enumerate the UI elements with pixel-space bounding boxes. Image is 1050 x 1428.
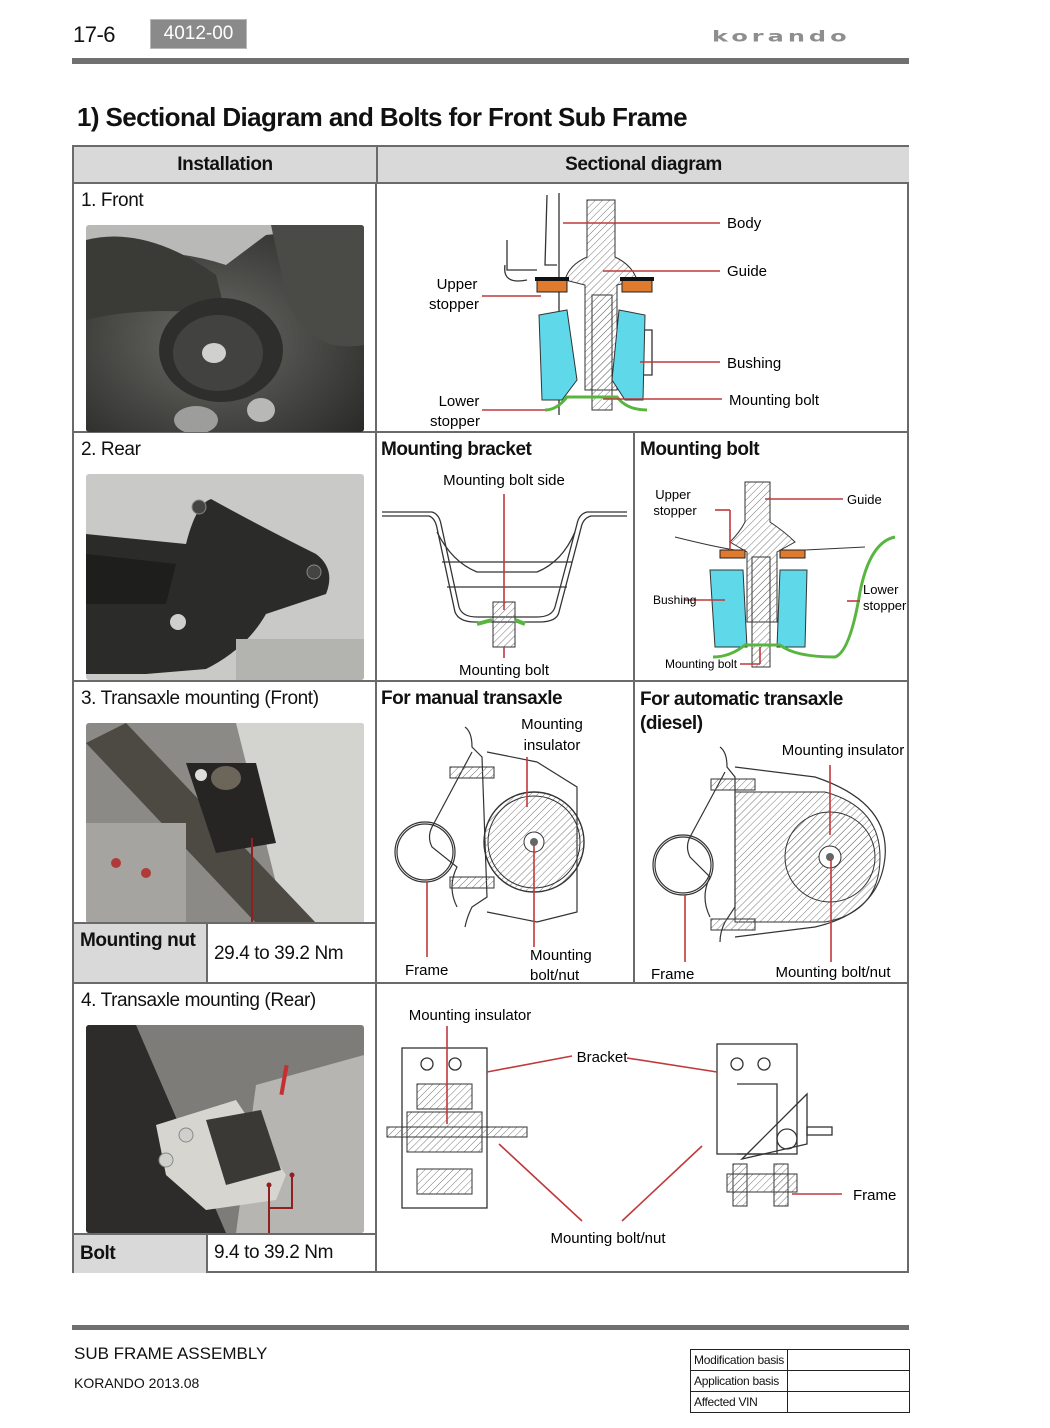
transaxle-rear-diagram: Mounting insulator Bracket Frame Mountin… bbox=[377, 984, 910, 1273]
revision-row: Application basis bbox=[690, 1370, 910, 1392]
callout-mounting-bolt-nut-1: Mounting bbox=[530, 947, 592, 964]
diagram-title-automatic-transaxle: For automatic transaxle (diesel) bbox=[640, 688, 880, 736]
callout-mounting-bolt-nut: Mounting bolt/nut bbox=[550, 1230, 666, 1247]
section-title: 1) Sectional Diagram and Bolts for Front… bbox=[77, 102, 688, 132]
row-label-rear: 2. Rear bbox=[81, 439, 141, 460]
revision-key: Application basis bbox=[690, 1370, 788, 1392]
callout-mounting-insulator: Mounting insulator bbox=[782, 742, 905, 759]
column-header-installation: Installation bbox=[74, 147, 376, 184]
callout-mounting-bolt: Mounting bolt bbox=[729, 392, 820, 409]
page-number: 17-6 bbox=[73, 22, 116, 47]
callout-upper-stopper-2: stopper bbox=[429, 296, 479, 313]
torque-divider bbox=[206, 924, 208, 982]
front-mount-photo bbox=[86, 225, 364, 432]
automatic-transaxle-diagram: Mounting insulator Frame Mounting bolt/n… bbox=[635, 707, 909, 983]
row-divider bbox=[74, 1233, 376, 1235]
transaxle-front-photo bbox=[86, 723, 364, 923]
callout-mounting-bolt-nut: Mounting bolt/nut bbox=[775, 964, 891, 981]
callout-upper-stopper-2: stopper bbox=[653, 503, 697, 518]
torque-value-mounting-nut: 29.4 to 39.2 Nm bbox=[214, 943, 344, 964]
callout-lower-stopper-2: stopper bbox=[430, 413, 480, 430]
callout-body: Body bbox=[727, 215, 762, 232]
callout-bushing: Bushing bbox=[727, 355, 781, 372]
diagram-title-mounting-bracket: Mounting bracket bbox=[381, 439, 532, 460]
callout-lower-stopper-1: Lower bbox=[439, 393, 480, 410]
mounting-bracket-diagram: Mounting bolt side Mounting bolt bbox=[377, 462, 633, 680]
callout-mounting-insulator-2: insulator bbox=[524, 737, 581, 754]
callout-mounting-bolt: Mounting bolt bbox=[665, 657, 738, 671]
callout-guide: Guide bbox=[847, 492, 882, 507]
callout-lines bbox=[266, 1172, 295, 1233]
callout-mounting-bolt-nut-2: bolt/nut bbox=[530, 967, 580, 982]
callout-lower-stopper-1: Lower bbox=[863, 582, 899, 597]
sub-column-divider bbox=[633, 432, 635, 982]
row-label-front: 1. Front bbox=[81, 190, 144, 211]
revision-key: Affected VIN bbox=[690, 1391, 788, 1413]
callout-frame: Frame bbox=[853, 1187, 896, 1204]
callout-upper-stopper-1: Upper bbox=[655, 487, 691, 502]
brand-logo: korando bbox=[712, 28, 851, 46]
callout-lower-stopper-2: stopper bbox=[863, 598, 907, 613]
column-header-sectional-diagram: Sectional diagram bbox=[376, 147, 909, 184]
callout-bracket: Bracket bbox=[577, 1049, 629, 1066]
row-divider bbox=[74, 922, 376, 924]
callout-mounting-insulator-1: Mounting bbox=[521, 716, 583, 733]
callout-line bbox=[251, 838, 253, 923]
revision-value bbox=[787, 1349, 910, 1371]
front-sectional-diagram: Body Guide Upper stopper Bushing Mountin… bbox=[377, 185, 910, 431]
diagram-title-mounting-bolt: Mounting bolt bbox=[640, 439, 760, 460]
footer-rule bbox=[72, 1325, 909, 1330]
revision-value bbox=[787, 1370, 910, 1392]
column-divider bbox=[375, 184, 377, 1273]
callout-frame: Frame bbox=[651, 966, 694, 982]
section-code-badge: 4012-00 bbox=[150, 19, 247, 49]
row-divider bbox=[74, 431, 909, 433]
diagram-title-manual-transaxle: For manual transaxle bbox=[381, 688, 563, 709]
torque-item-bolt: Bolt bbox=[74, 1235, 206, 1273]
footer-section-title: SUB FRAME ASSEMBLY bbox=[74, 1344, 268, 1363]
diagram-title-text: For automatic transaxle (diesel) bbox=[640, 689, 843, 734]
row-divider bbox=[74, 680, 909, 682]
callout-mounting-insulator: Mounting insulator bbox=[409, 1007, 532, 1024]
footer-model-date: KORANDO 2013.08 bbox=[74, 1375, 200, 1391]
callout-bushing: Bushing bbox=[653, 593, 696, 607]
row-label-transaxle-rear: 4. Transaxle mounting (Rear) bbox=[81, 990, 316, 1011]
revision-row: Affected VIN bbox=[690, 1391, 910, 1413]
revision-table: Modification basis Application basis Aff… bbox=[690, 1349, 910, 1413]
torque-item-mounting-nut: Mounting nut bbox=[74, 924, 206, 982]
row-divider bbox=[74, 982, 909, 984]
torque-value-bolt: 9.4 to 39.2 Nm bbox=[214, 1242, 334, 1263]
rear-mount-photo bbox=[86, 474, 364, 680]
callout-mounting-bolt-side: Mounting bolt side bbox=[443, 472, 565, 489]
revision-value bbox=[787, 1391, 910, 1413]
mounting-bolt-diagram: Upper stopper Guide Bushing Lower stoppe… bbox=[635, 462, 909, 680]
callout-upper-stopper-1: Upper bbox=[437, 276, 478, 293]
row-label-transaxle-front: 3. Transaxle mounting (Front) bbox=[81, 688, 319, 709]
manual-transaxle-diagram: Mounting insulator Frame Mounting bolt/n… bbox=[377, 707, 633, 984]
header-rule bbox=[72, 58, 909, 64]
sub-frame-table: Installation Sectional diagram 1. Front bbox=[72, 145, 909, 1273]
callout-frame: Frame bbox=[405, 962, 448, 979]
transaxle-rear-photo bbox=[86, 1025, 364, 1233]
revision-key: Modification basis bbox=[690, 1349, 788, 1371]
callout-mounting-bolt: Mounting bolt bbox=[459, 662, 550, 679]
revision-row: Modification basis bbox=[690, 1349, 910, 1371]
callout-guide: Guide bbox=[727, 263, 767, 280]
torque-divider bbox=[206, 1235, 208, 1273]
